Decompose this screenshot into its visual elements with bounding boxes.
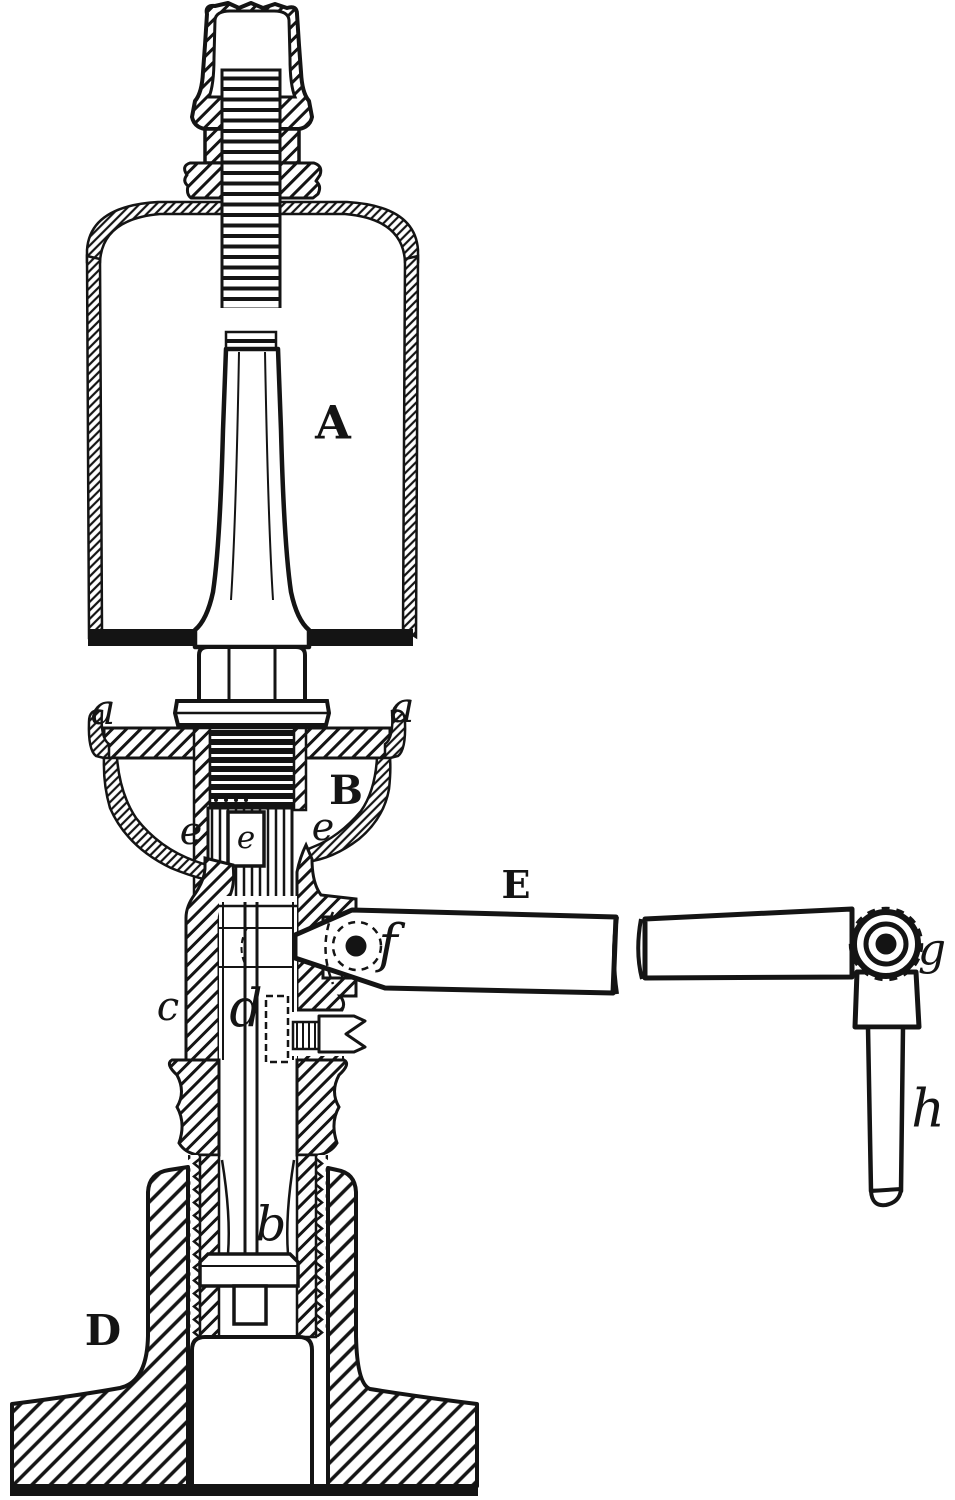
handle-tip — [869, 1187, 903, 1208]
label-D: D — [84, 1305, 122, 1355]
label-f: f — [378, 914, 398, 975]
label-b: b — [255, 1196, 287, 1253]
label-d: d — [229, 979, 263, 1040]
screw-shaft — [219, 68, 283, 351]
lever-arm-e — [292, 906, 855, 996]
screw-in-gland — [208, 726, 296, 810]
coupling-boss — [167, 1058, 349, 1157]
label-E: E — [501, 862, 531, 908]
label-h: h — [911, 1079, 945, 1140]
label-e-right: e — [311, 805, 335, 850]
base-cavity — [190, 1335, 314, 1488]
rim-left — [87, 709, 111, 760]
label-e-left: e — [179, 809, 203, 854]
flange-plate-a — [87, 709, 407, 906]
pivot-dashed-circle — [331, 920, 383, 972]
pendant-handle-h — [852, 969, 922, 1208]
dome-bottom-edge-left — [88, 629, 196, 646]
label-g: g — [917, 923, 947, 975]
bore-interior — [219, 896, 297, 1258]
base-d — [10, 1159, 479, 1496]
spindle-column — [192, 346, 312, 650]
hidden-valve-outline — [264, 994, 290, 1064]
dome-bottom-edge-right — [299, 629, 413, 646]
label-box — [226, 810, 266, 868]
label-A: A — [315, 395, 351, 450]
lever-arm-e-segment2 — [642, 906, 855, 981]
label-B: B — [329, 767, 363, 814]
elbow-joint-g — [848, 906, 924, 982]
hex-nut — [172, 645, 332, 727]
label-c: c — [156, 984, 180, 1030]
arm-break-line — [636, 918, 644, 980]
label-a-left: a — [90, 684, 116, 734]
pivot-pin-f — [345, 935, 367, 957]
valve-foot-block — [232, 1284, 268, 1326]
label-e-center: e — [236, 819, 256, 856]
base-bottom-line — [10, 1484, 478, 1496]
set-screw — [290, 1012, 374, 1056]
threaded-coupling — [188, 1153, 328, 1339]
valve-foot-plate — [198, 1252, 300, 1288]
arm-break-line — [612, 916, 619, 995]
rim-right — [383, 709, 407, 760]
label-a-right: a — [389, 682, 415, 732]
